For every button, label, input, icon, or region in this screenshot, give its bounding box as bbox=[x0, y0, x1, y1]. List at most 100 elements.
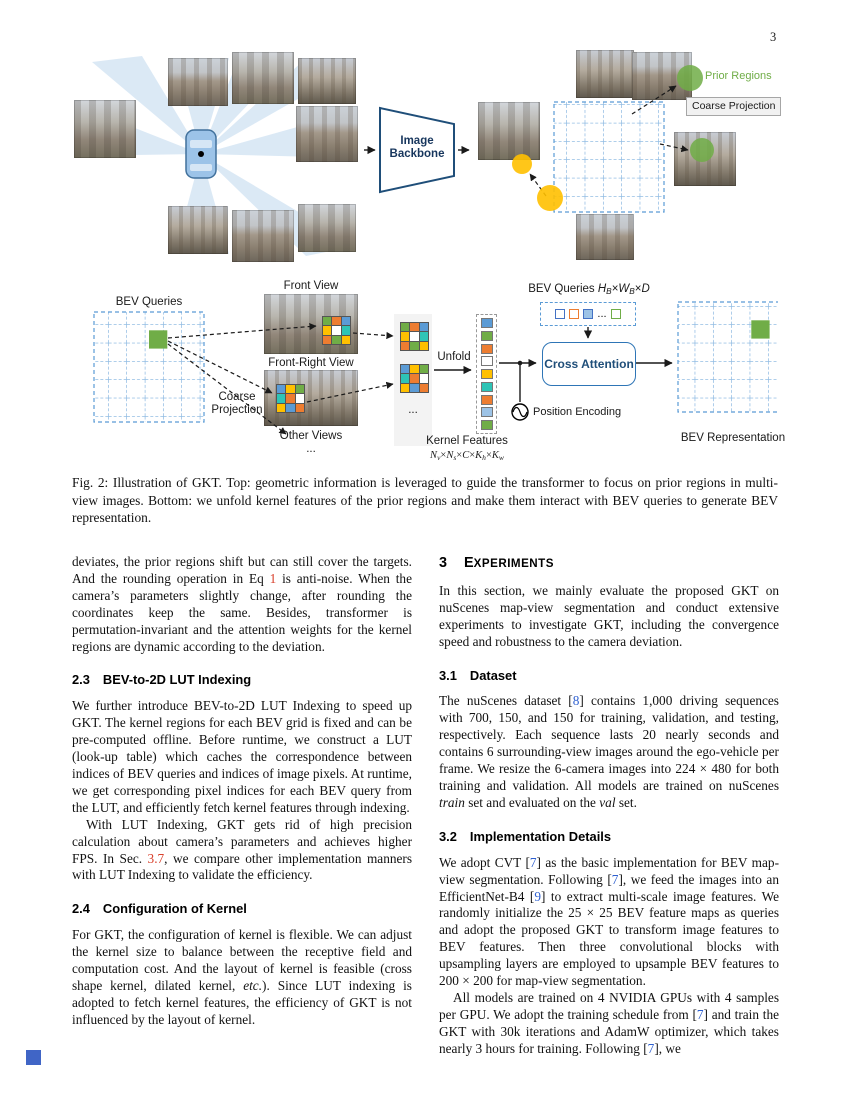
coarse-projection-label-bottom: Coarse Projection bbox=[211, 391, 263, 416]
other-views-label: Other Views bbox=[279, 430, 343, 442]
section-heading-2-3: 2.3 BEV-to-2D LUT Indexing bbox=[72, 672, 412, 689]
prior-regions-label: Prior Regions bbox=[705, 70, 772, 82]
camera-image bbox=[576, 50, 634, 98]
text-segment: × bbox=[456, 450, 463, 461]
text-segment: is anti-noise. When the camera’s paramet… bbox=[72, 570, 412, 654]
text-segment: × bbox=[469, 450, 476, 461]
paragraph: With LUT Indexing, GKT gets rid of high … bbox=[72, 817, 412, 885]
section-number: 3 bbox=[439, 555, 448, 571]
cross-attention-block: Cross Attention bbox=[542, 342, 636, 386]
ellipsis-label: ... bbox=[597, 308, 607, 320]
kernel-region-grid bbox=[400, 364, 429, 393]
section-ref-3-7[interactable]: 3.7 bbox=[147, 850, 165, 866]
camera-image bbox=[576, 214, 634, 260]
section-number: 3.1 bbox=[439, 667, 457, 683]
citation-7[interactable]: 7 bbox=[647, 1040, 655, 1056]
text-segment: set. bbox=[615, 794, 637, 810]
citation-9[interactable]: 9 bbox=[534, 888, 541, 904]
bev-queries-dim-label: BEV Queries HB×WB×D bbox=[500, 283, 678, 298]
paragraph: The nuScenes dataset [8] contains 1,000 … bbox=[439, 693, 779, 811]
unfolded-kernel-strip bbox=[476, 314, 497, 434]
text-segment: XPERIMENTS bbox=[473, 557, 554, 570]
text-segment: ] contains 1,000 driving sequences with … bbox=[439, 693, 779, 793]
section-number: 2.4 bbox=[72, 901, 90, 917]
section-title: Configuration of Kernel bbox=[102, 901, 247, 917]
kernel-dims-formula: Nv×Ns×C×Kh×Kw bbox=[392, 449, 542, 464]
paragraph: For GKT, the configuration of kernel is … bbox=[72, 927, 412, 1028]
page-number: 3 bbox=[770, 30, 777, 44]
text-segment: ], we bbox=[654, 1040, 681, 1056]
section-title: BEV-to-2D LUT Indexing bbox=[102, 672, 252, 688]
text-segment: We adopt CVT [ bbox=[439, 854, 530, 870]
camera-image bbox=[478, 102, 540, 160]
text-segment: ], we feed the images into an EfficientN… bbox=[439, 871, 779, 904]
bev-queries-label: BEV Queries bbox=[115, 296, 183, 308]
bev-grid-top bbox=[553, 101, 665, 213]
kernel-features-label: Kernel Features bbox=[426, 435, 508, 447]
text-segment: val bbox=[599, 794, 616, 810]
text-segment: , we compare other implementation manner… bbox=[72, 850, 412, 883]
left-column: deviates, the prior regions shift but ca… bbox=[72, 554, 412, 1058]
citation-7[interactable]: 7 bbox=[696, 1006, 704, 1022]
text-segment: C bbox=[462, 450, 470, 461]
camera-image bbox=[168, 206, 228, 254]
text-segment: E bbox=[464, 555, 474, 571]
bev-queries-grid bbox=[93, 311, 205, 423]
camera-image bbox=[168, 58, 228, 106]
paragraph: We adopt CVT [7] as the basic implementa… bbox=[439, 855, 779, 990]
paragraph: deviates, the prior regions shift but ca… bbox=[72, 554, 412, 655]
query-token bbox=[583, 309, 594, 319]
citation-8[interactable]: 8 bbox=[572, 693, 580, 709]
figure-2-diagram: ... ... Cross Attention bbox=[72, 50, 785, 470]
kernel-region-grid bbox=[276, 384, 305, 413]
text-segment: etc. bbox=[243, 977, 263, 993]
text-segment: set and evaluated on the bbox=[464, 794, 600, 810]
text-segment: deviates, the prior regions shift but ca… bbox=[72, 554, 412, 586]
citation-7[interactable]: 7 bbox=[611, 871, 619, 887]
section-heading-2-4: 2.4 Configuration of Kernel bbox=[72, 901, 412, 918]
paragraph: In this section, we mainly evaluate the … bbox=[439, 582, 779, 649]
text-segment: BEV Queries bbox=[528, 283, 598, 295]
text-segment: train bbox=[439, 794, 465, 810]
text-segment: ). Since LUT indexing is adopted to fetc… bbox=[72, 977, 412, 1027]
bev-query-tokens: ... bbox=[540, 302, 636, 326]
paragraph: All models are trained on 4 NVIDIA GPUs … bbox=[439, 990, 779, 1058]
text-segment: H bbox=[597, 283, 607, 295]
section-heading-3-1: 3.1 Dataset bbox=[439, 668, 779, 685]
text-segment: ] and train the GKT with 30k iterations … bbox=[439, 1006, 779, 1056]
camera-image bbox=[232, 210, 294, 262]
kernel-region-grid bbox=[322, 316, 351, 345]
text-segment: All models are trained on 4 NVIDIA GPUs … bbox=[439, 989, 779, 1022]
query-token bbox=[610, 309, 621, 319]
section-number: 3.2 bbox=[439, 828, 457, 844]
front-view-label: Front View bbox=[283, 280, 339, 292]
text-segment: The nuScenes dataset [ bbox=[439, 693, 573, 709]
camera-image bbox=[74, 100, 136, 158]
section-title: Dataset bbox=[469, 667, 517, 683]
front-right-view-label: Front-Right View bbox=[268, 357, 354, 369]
query-token bbox=[555, 309, 566, 319]
citation-7[interactable]: 7 bbox=[529, 854, 537, 870]
figure-caption: Fig. 2: Illustration of GKT. Top: geomet… bbox=[72, 475, 778, 526]
link-stamp-box bbox=[26, 1050, 41, 1065]
bev-representation-grid bbox=[677, 301, 778, 413]
kernel-region-grid bbox=[400, 322, 429, 351]
section-title: Implementation Details bbox=[469, 828, 612, 844]
paragraph: We further introduce BEV-to-2D LUT Index… bbox=[72, 698, 412, 815]
right-column: 3 EXPERIMENTS In this section, we mainly… bbox=[439, 554, 779, 1058]
text-segment: N bbox=[430, 450, 438, 461]
query-token bbox=[569, 309, 580, 319]
camera-image bbox=[296, 106, 358, 162]
bev-representation-label: BEV Representation bbox=[680, 432, 786, 444]
text-segment: ] to extract multi-scale image features.… bbox=[439, 888, 779, 989]
text-segment: × bbox=[634, 283, 642, 295]
equation-ref-1[interactable]: 1 bbox=[269, 570, 277, 586]
position-encoding-label: Position Encoding bbox=[533, 406, 622, 418]
text-segment: With LUT Indexing, GKT gets rid of high … bbox=[72, 816, 412, 866]
ego-car-icon bbox=[185, 129, 217, 179]
section-heading-3: 3 EXPERIMENTS bbox=[439, 555, 779, 573]
text-segment: s bbox=[453, 452, 457, 462]
text-segment: N bbox=[446, 450, 454, 461]
text-segment: × bbox=[440, 450, 447, 461]
